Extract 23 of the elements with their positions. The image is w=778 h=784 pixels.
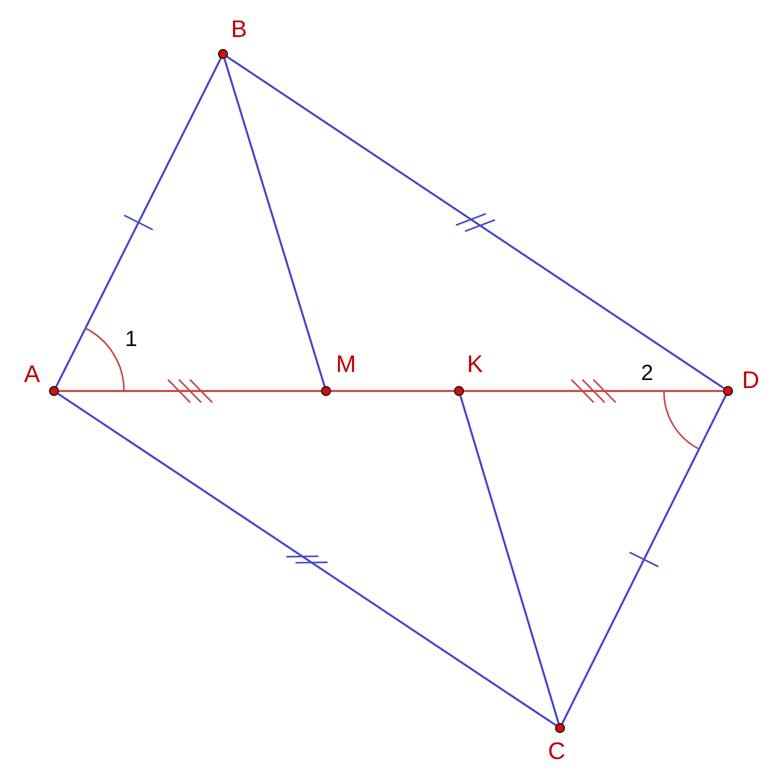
point-label: K (467, 353, 484, 377)
line-segment (561, 395, 727, 724)
line-segment (226, 56, 724, 390)
angle-number: 2 (641, 362, 654, 384)
line-segment (459, 396, 560, 724)
point-dot (218, 49, 228, 59)
point-dot (321, 386, 331, 396)
point-label: A (24, 363, 40, 387)
line-segment (55, 58, 222, 387)
point-dot (454, 386, 464, 396)
line-segment (59, 390, 321, 392)
angle-number: 1 (125, 328, 138, 350)
line-segment (224, 58, 326, 387)
line-segment (331, 390, 454, 392)
line-segment (464, 390, 723, 392)
point-dot (49, 386, 59, 396)
line-segment (58, 392, 556, 726)
point-label: M (336, 353, 356, 377)
point-label: D (742, 369, 760, 393)
point-dot (555, 723, 565, 733)
point-label: C (548, 740, 566, 764)
point-label: B (231, 18, 248, 42)
point-dot (723, 386, 733, 396)
